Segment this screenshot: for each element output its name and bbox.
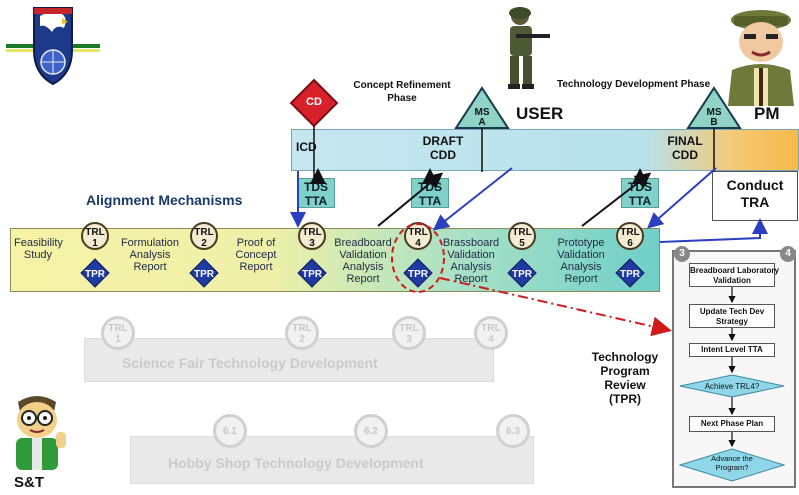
final-cdd-label: FINAL CDD — [667, 134, 703, 162]
tpr-diamond-6: TPR — [615, 258, 645, 288]
alignment-mechanisms-title: Alignment Mechanisms — [86, 192, 243, 208]
stage-feasibility-study: Feasibility Study — [14, 237, 63, 261]
ms-a-label-bottom: A — [478, 117, 486, 128]
stage-proof-of-concept: Proof of Concept Report — [235, 237, 277, 273]
conduct-tra-label: Conduct TRA — [726, 177, 784, 210]
tpr-diamond-1: TPR — [80, 258, 110, 288]
hobby-shop-bar — [130, 436, 534, 484]
stage-prototype-validation: Prototype Validation Analysis Report — [557, 237, 605, 285]
pm-label: PM — [754, 104, 780, 123]
svg-text:Achieve TRL4?: Achieve TRL4? — [705, 382, 760, 391]
stage-breadboard-validation: Breadboard Validation Analysis Report — [334, 237, 392, 285]
svg-text:TPR: TPR — [302, 269, 323, 280]
ms-b-label-top: MS — [706, 107, 722, 118]
hobby-shop-node-6-1: 6.1 — [213, 414, 247, 448]
science-fair-bar — [84, 338, 494, 382]
stage-formulation-analysis: Formulation Analysis Report — [120, 237, 180, 273]
hobby-shop-node-6-2: 6.2 — [354, 414, 388, 448]
svg-text:TPR: TPR — [512, 269, 533, 280]
stage-brassboard-validation: Brassboard Validation Analysis Report — [442, 237, 500, 285]
flow-step-intent-tta: Intent Level TTA — [689, 343, 775, 357]
flow-badge-3: 3 — [674, 246, 690, 262]
user-label: USER — [516, 104, 564, 123]
tpr-diamond-5: TPR — [507, 258, 537, 288]
scientist-icon — [16, 396, 66, 470]
tds-tta-box-3: TDS TTA — [621, 178, 659, 208]
st-label: S&T — [14, 474, 44, 491]
svg-text:TPR: TPR — [408, 269, 429, 280]
svg-text:TPR: TPR — [194, 269, 215, 280]
cd-label: CD — [306, 96, 322, 108]
tpr-label: Technology Program Review (TPR) — [591, 350, 659, 406]
tech-development-phase-label: Technology Development Phase — [557, 79, 711, 90]
army-emblem — [6, 7, 100, 86]
flow-step-breadboard-validation: Breadboard Laboratory Validation — [689, 263, 779, 287]
tpr-diamond-2: TPR — [189, 258, 219, 288]
flow-step-update-tds: Update Tech Dev Strategy — [689, 304, 775, 328]
concept-refinement-phase-label: Concept Refinement Phase — [353, 80, 451, 104]
soldier-icon — [508, 7, 550, 89]
icd-label: ICD — [296, 140, 317, 154]
flow-step-next-phase-plan: Next Phase Plan — [689, 416, 775, 432]
science-fair-title: Science Fair Technology Development — [122, 355, 378, 371]
draft-cdd-label: DRAFT CDD — [422, 134, 464, 162]
tpr-diamond-4: TPR — [403, 258, 433, 288]
flow-decision-advance — [679, 448, 785, 482]
conduct-tra-box — [712, 171, 798, 221]
pm-officer-icon — [728, 10, 794, 106]
flow-decision-trl4: Achieve TRL4? — [679, 374, 785, 398]
svg-text:TPR: TPR — [85, 269, 106, 280]
hobby-shop-node-6-3: 6.3 — [496, 414, 530, 448]
tpr-diamond-3: TPR — [297, 258, 327, 288]
ms-b-label-bottom: B — [710, 117, 718, 128]
flow-decision-advance-label: Advance the Program? — [711, 454, 753, 472]
hobby-shop-title: Hobby Shop Technology Development — [168, 455, 424, 471]
svg-text:TPR: TPR — [620, 269, 641, 280]
trl-progression-bar — [10, 228, 660, 292]
ms-a-label-top: MS — [474, 107, 490, 118]
flow-badge-4: 4 — [780, 246, 796, 262]
